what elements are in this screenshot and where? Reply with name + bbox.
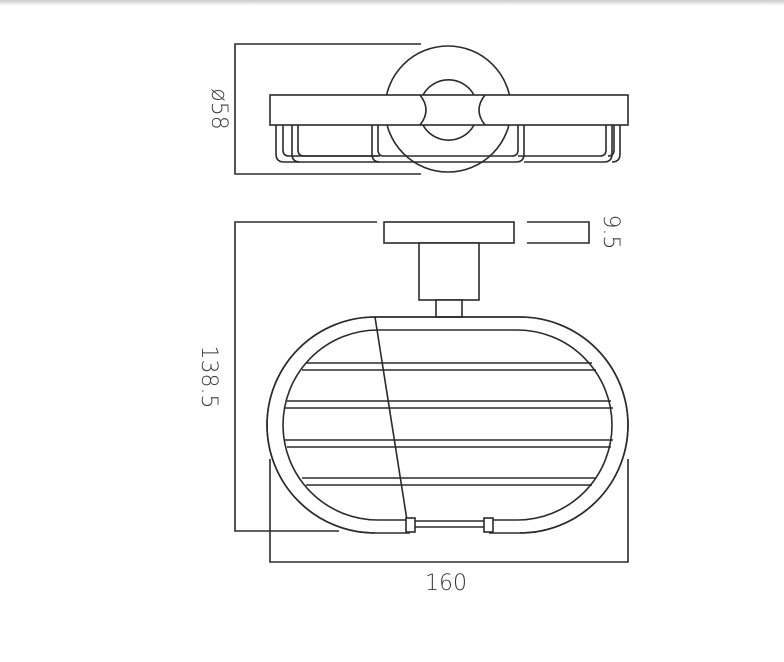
hub-circle-top	[422, 79, 475, 96]
bottom-connector	[405, 517, 494, 533]
mount-stem	[418, 242, 480, 301]
front-view: 9.5 160 138.5	[196, 215, 629, 596]
basket-wires	[285, 362, 613, 486]
basket-wires-top	[275, 125, 621, 163]
hub-right-curve	[478, 94, 486, 126]
wall-plate	[383, 221, 515, 244]
mount-neck	[435, 299, 463, 318]
width-dimension-line	[269, 459, 629, 563]
top-view: ø58	[206, 43, 629, 175]
width-label: 160	[425, 571, 467, 596]
height-label: 138.5	[196, 346, 221, 409]
thickness-label: 9.5	[598, 215, 623, 250]
window-top-edge	[0, 0, 784, 6]
thickness-dimension-line	[527, 221, 590, 244]
height-dimension-line	[234, 221, 377, 532]
diameter-dimension-line	[234, 43, 421, 175]
diameter-label: ø58	[206, 88, 231, 129]
hub-left-curve	[419, 94, 427, 126]
basket-inner-ring	[282, 329, 613, 521]
hub-circle-bottom	[422, 124, 475, 141]
